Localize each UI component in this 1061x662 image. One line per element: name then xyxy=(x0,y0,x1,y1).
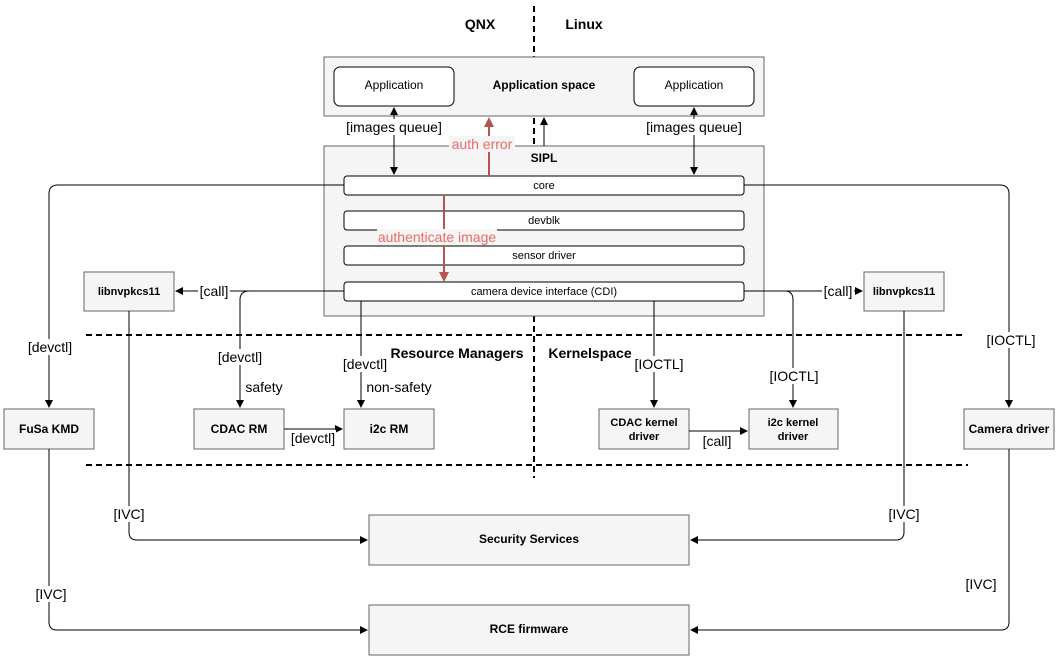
cdi-label: camera device interface (CDI) xyxy=(471,286,617,298)
core-label: core xyxy=(533,180,554,192)
camera-driver-box xyxy=(963,408,1055,450)
safety-label: safety xyxy=(245,379,282,395)
ivc-left-label: [IVC] xyxy=(113,506,144,522)
call-left-label: [call] xyxy=(200,283,229,299)
application-space-title: Application space xyxy=(493,78,596,92)
camera-driver-to-rce-arrow xyxy=(690,449,1010,634)
devctl-rm-bg xyxy=(290,430,336,446)
libnvpkcs11-right-label: libnvpkcs11 xyxy=(873,286,935,298)
sipl-title: SIPL xyxy=(531,151,558,165)
rce-firmware-label: RCE firmware xyxy=(490,622,569,636)
ivc-left-bg xyxy=(112,506,146,522)
cdac-kernel-driver-box xyxy=(598,408,690,450)
call-kernel-label: [call] xyxy=(703,433,732,449)
images-queue-left-label: [images queue] xyxy=(346,119,442,135)
libnvpkcs11-left-label: libnvpkcs11 xyxy=(98,286,160,298)
application-right-label: Application xyxy=(665,78,724,92)
qnx-label: QNX xyxy=(465,16,496,32)
security-services-box xyxy=(368,514,690,566)
libnvpkcs11-left-to-security-arrow xyxy=(128,311,368,544)
application-left-label: Application xyxy=(365,78,424,92)
devctl-rm-label: [devctl] xyxy=(291,430,335,446)
images-queue-right-label: [images queue] xyxy=(646,119,742,135)
ioctl-cdac-label: [IOCTL] xyxy=(634,356,683,372)
cdac-kernel-driver-label-line2: driver xyxy=(629,431,660,443)
application-right-box xyxy=(633,66,755,107)
ioctl-i2c-bg xyxy=(768,368,820,384)
cdac-kernel-driver-label-line1: CDAC kernel xyxy=(610,417,677,429)
cdac-rm-box xyxy=(193,408,285,450)
sensor-driver-label: sensor driver xyxy=(512,250,576,262)
ivc-camera-label: [IVC] xyxy=(965,576,996,592)
ivc-fusa-bg xyxy=(32,586,66,602)
images-queue-right-bg xyxy=(645,119,743,135)
kernelspace-label: Kernelspace xyxy=(548,345,631,361)
cdac-rm-label: CDAC RM xyxy=(211,422,268,436)
ivc-right-label: [IVC] xyxy=(888,506,919,522)
application-left-box xyxy=(333,66,455,107)
i2c-rm-box xyxy=(343,408,435,450)
non-safety-label: non-safety xyxy=(366,379,431,395)
i2c-rm-label: i2c RM xyxy=(370,422,409,436)
fusa-to-rce-arrow xyxy=(48,449,368,634)
call-right-label: [call] xyxy=(824,283,853,299)
devctl-i2c-bg xyxy=(341,356,389,372)
devctl-i2c-label: [devctl] xyxy=(343,356,387,372)
auth-error-bg xyxy=(449,136,515,152)
call-kernel-bg xyxy=(701,433,733,449)
core-to-fusa-arrow xyxy=(45,184,344,408)
devblk-label: devblk xyxy=(528,215,560,227)
devctl-cdac-bg xyxy=(216,349,264,365)
camera-driver-label: Camera driver xyxy=(969,422,1050,436)
security-services-label: Security Services xyxy=(479,532,579,546)
ivc-right-bg xyxy=(887,506,921,522)
i2c-kernel-driver-box xyxy=(748,408,839,450)
call-right-bg xyxy=(822,283,854,299)
core-to-camera-driver-arrow xyxy=(744,184,1013,408)
fusa-kmd-box xyxy=(3,408,95,450)
linux-label: Linux xyxy=(565,16,603,32)
ioctl-i2c-label: [IOCTL] xyxy=(769,368,818,384)
cdi-to-cdac-rm-arrow xyxy=(236,290,344,408)
cdi-to-i2c-kernel-arrow xyxy=(744,290,797,408)
libnvpkcs11-right-box xyxy=(863,271,945,312)
ioctl-cdac-bg xyxy=(633,356,685,372)
images-queue-left-bg xyxy=(345,119,443,135)
devctl-fusa-label: [devctl] xyxy=(28,339,72,355)
authenticate-image-label: authenticate image xyxy=(378,229,497,245)
ioctl-camera-bg xyxy=(986,332,1036,348)
rce-firmware-box xyxy=(368,604,690,656)
authenticate-image-bg xyxy=(377,229,497,245)
libnvpkcs11-right-to-security-arrow xyxy=(690,311,905,544)
i2c-kernel-driver-label-line2: driver xyxy=(778,431,809,443)
ioctl-camera-label: [IOCTL] xyxy=(986,332,1035,348)
auth-error-label: auth error xyxy=(452,136,513,152)
call-left-bg xyxy=(198,283,230,299)
ivc-fusa-label: [IVC] xyxy=(35,586,66,602)
devctl-fusa-bg xyxy=(28,339,72,355)
resource-managers-label: Resource Managers xyxy=(390,345,523,361)
ivc-camera-bg xyxy=(963,576,999,592)
i2c-kernel-driver-label-line1: i2c kernel xyxy=(768,417,819,429)
devctl-cdac-label: [devctl] xyxy=(218,349,262,365)
fusa-kmd-label: FuSa KMD xyxy=(19,422,79,436)
